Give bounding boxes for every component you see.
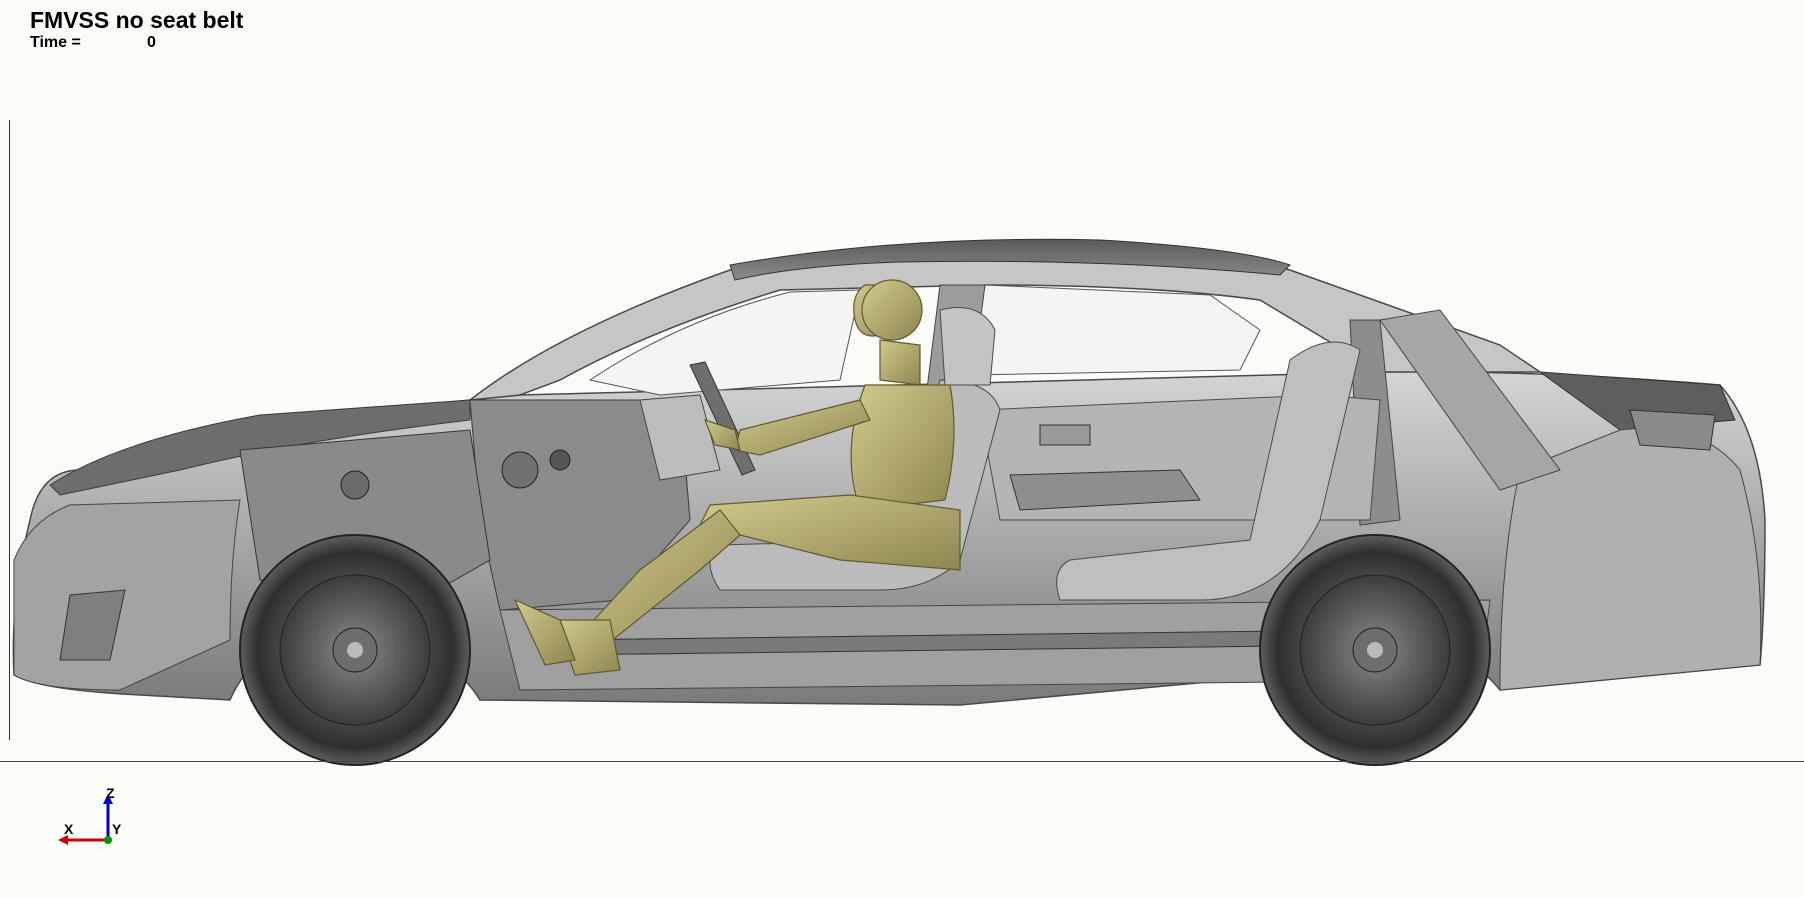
time-label: Time = (30, 34, 81, 51)
crash-test-dummy (513, 279, 961, 676)
x-axis-arrowhead (58, 835, 68, 845)
time-readout: Time = 0 (30, 34, 230, 54)
z-axis-arrowhead (103, 794, 113, 804)
axis-triad-arrows (58, 794, 113, 845)
front-wheel (239, 534, 471, 766)
simulation-title: FMVSS no seat belt (30, 7, 244, 33)
left-reference-line (9, 120, 10, 740)
y-axis-dot (104, 836, 112, 844)
car-roof-structure (467, 238, 1561, 526)
z-axis-label: Z (106, 785, 115, 801)
viewport-header: FMVSS no seat belt Time = 0 (30, 6, 243, 54)
rear-wheel (1259, 534, 1491, 766)
y-axis-label: Y (112, 821, 122, 837)
x-axis-label: X (64, 821, 74, 837)
ground-line (0, 761, 1804, 762)
time-value: 0 (147, 34, 156, 51)
axis-triad: Z X Y (52, 786, 132, 856)
